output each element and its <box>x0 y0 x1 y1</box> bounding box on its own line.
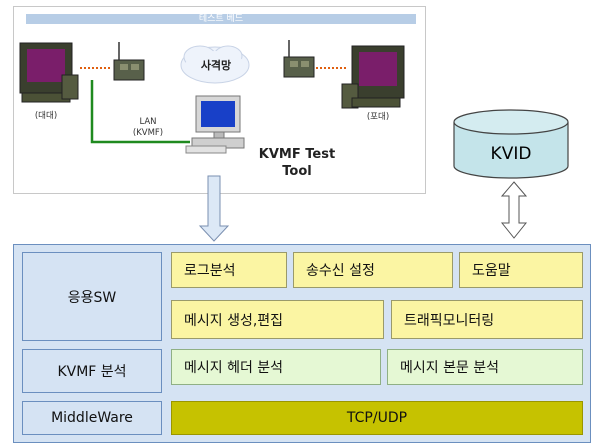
lan-label-line2: (KVMF) <box>132 128 164 138</box>
left-unit-label: (대대) <box>34 111 58 121</box>
left-terminal-icon <box>19 42 79 103</box>
row-label-application-sw: 응용SW <box>22 252 162 341</box>
module-tcp-udp[interactable]: TCP/UDP <box>171 401 583 435</box>
row-label-kvmf-analysis: KVMF 분석 <box>22 349 162 393</box>
right-radio-icon <box>283 40 315 78</box>
testbed-title: 테스트 베드 <box>26 14 416 24</box>
kvid-label: KVID <box>490 144 532 164</box>
network-cloud-icon <box>180 45 250 84</box>
module-message-create-edit[interactable]: 메시지 생성,편집 <box>171 300 384 339</box>
module-tx-rx-settings[interactable]: 송수신 설정 <box>293 252 453 288</box>
pc-computer-icon <box>185 95 245 154</box>
module-message-header-analysis[interactable]: 메시지 헤더 분석 <box>171 349 381 385</box>
right-unit-label: (포대) <box>366 112 390 122</box>
down-arrow-icon <box>198 175 230 242</box>
lan-connection-line <box>90 80 190 144</box>
module-message-body-analysis[interactable]: 메시지 본문 분석 <box>387 349 583 385</box>
module-traffic-monitoring[interactable]: 트래픽모니터링 <box>391 300 583 339</box>
module-help[interactable]: 도움말 <box>459 252 583 288</box>
kvmf-tool-label-line2: Tool <box>282 164 312 179</box>
network-label: 사격망 <box>200 59 232 72</box>
kvmf-tool-label: KVMF Test Tool <box>242 146 352 180</box>
right-terminal-icon <box>341 45 405 109</box>
lan-label-line1: LAN <box>139 117 157 127</box>
kvid-database-icon <box>453 109 569 179</box>
module-log-analysis[interactable]: 로그분석 <box>171 252 287 288</box>
left-radio-icon <box>113 42 145 81</box>
kvmf-tool-label-line1: KVMF Test <box>258 147 336 162</box>
bidirectional-arrow-icon <box>500 181 528 239</box>
row-label-middleware: MiddleWare <box>22 401 162 435</box>
